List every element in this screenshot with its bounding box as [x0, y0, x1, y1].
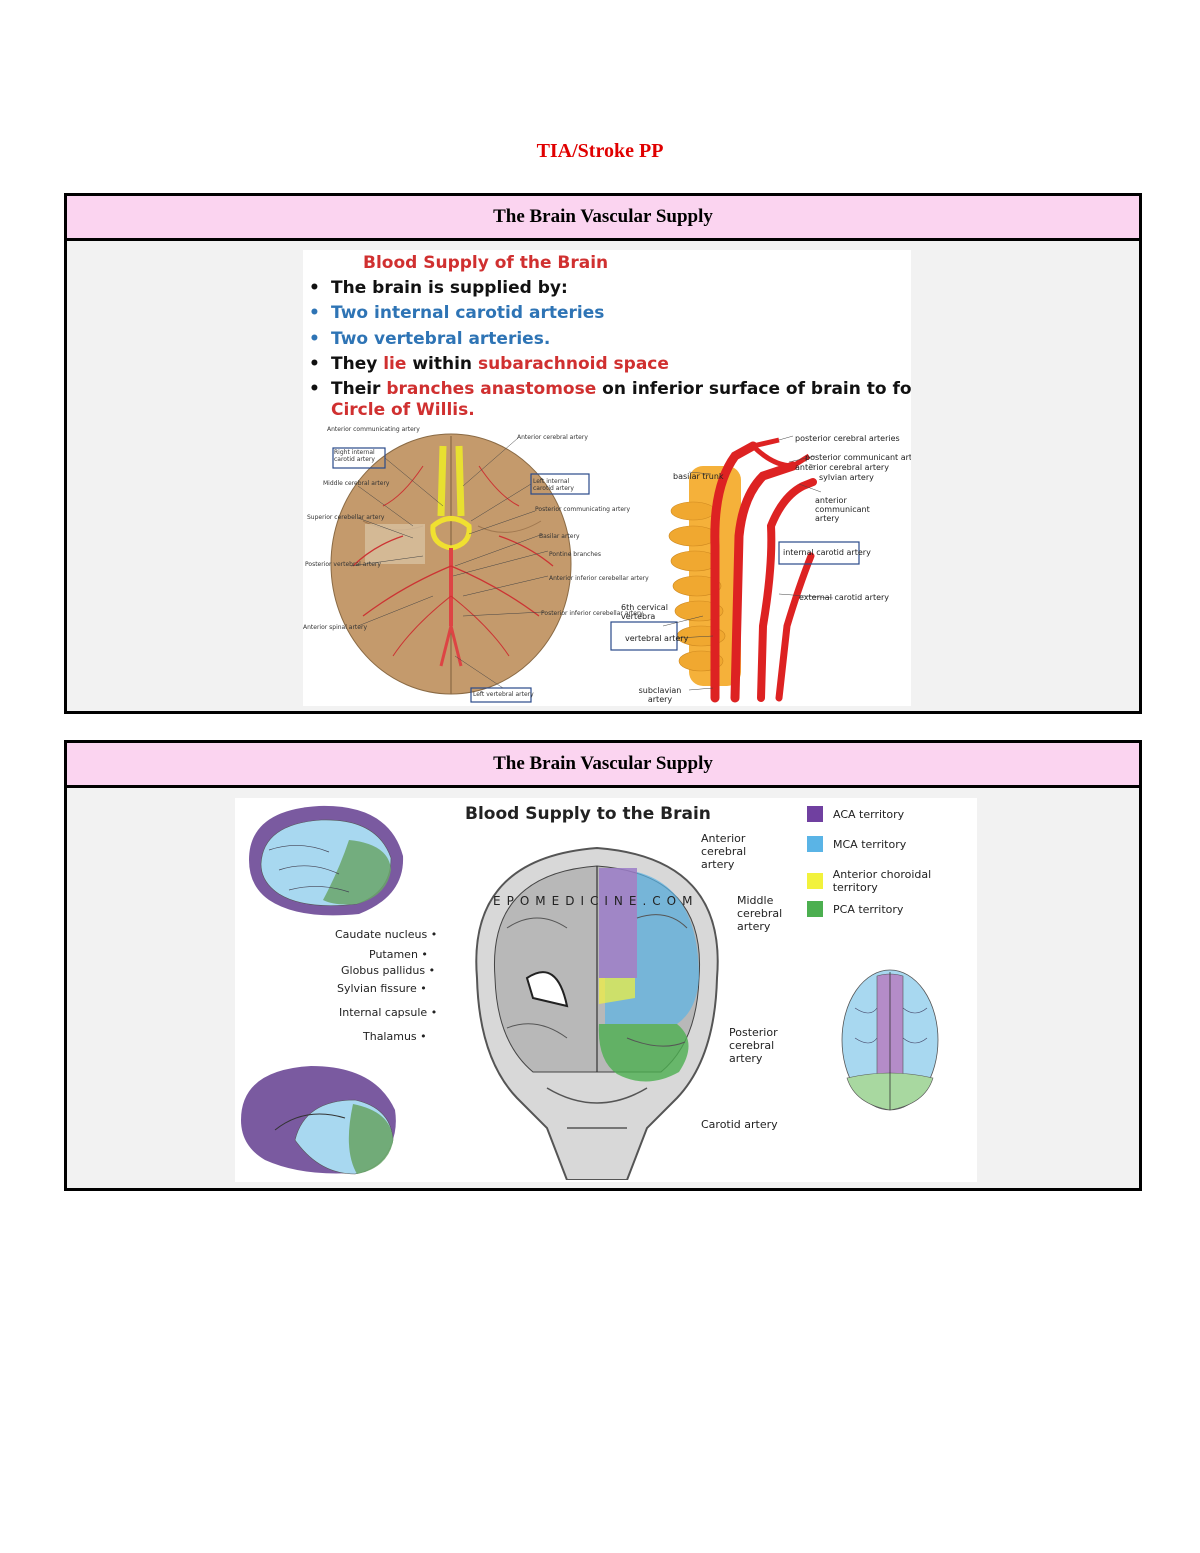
- label-carotid: Carotid artery: [701, 1118, 778, 1131]
- legend-swatch-anterior-choroidal: [807, 873, 823, 889]
- label-neck-sylvian: sylvian artery: [819, 473, 874, 482]
- document-title: TIA/Stroke PP: [536, 140, 664, 162]
- inferior-brain-illustration: [330, 433, 590, 703]
- label-neck-basilar: basilar trunk: [673, 472, 724, 481]
- bullet-2: •Two internal carotid arteries: [309, 303, 605, 323]
- label-right-ica: Right internal carotid artery: [334, 449, 375, 463]
- section-heading-2: The Brain Vascular Supply: [67, 743, 1139, 788]
- label-globus-pallidus: Globus pallidus •: [341, 964, 436, 977]
- medial-brain-illustration: [241, 1066, 396, 1175]
- superior-brain-illustration: [841, 969, 939, 1111]
- legend-swatch-aca: [807, 806, 823, 822]
- slide-title: Blood Supply to the Brain: [465, 804, 711, 824]
- legend-mca: MCA territory: [807, 836, 906, 852]
- neck-arteries-illustration: [610, 435, 860, 703]
- coronal-head-illustration: [475, 846, 719, 1180]
- label-sca: Superior cerebellar artery: [307, 514, 385, 521]
- label-aca: Anterior cerebral artery: [701, 832, 747, 871]
- label-neck-c6: 6th cervical vertebra: [621, 603, 668, 621]
- label-neck-vertebral: vertebral artery: [625, 634, 689, 643]
- slide-blood-supply-to-brain: Blood Supply to the Brain: [235, 798, 977, 1182]
- label-neck-subclavian: subclavian artery: [638, 686, 682, 704]
- section-card-2: The Brain Vascular Supply Blood Supply t…: [64, 740, 1142, 1191]
- label-left-vertebral: Left vertebral artery: [473, 691, 534, 698]
- label-aica: Anterior inferior cerebellar artery: [549, 575, 649, 582]
- label-pica: Posterior inferior cerebellar artery: [541, 610, 643, 617]
- legend-pca: PCA territory: [807, 901, 903, 917]
- bullet-4: •They lie within subarachnoid space: [309, 354, 669, 374]
- label-neck-acom: anterior communicant artery: [815, 496, 870, 523]
- slide-blood-supply-of-brain: Blood Supply of the Brain •The brain is …: [303, 250, 911, 706]
- label-neck-aca: anterior cerebral artery: [795, 463, 889, 472]
- legend-swatch-mca: [807, 836, 823, 852]
- label-caudate: Caudate nucleus •: [335, 928, 438, 941]
- bullet-5: •Their branches anastomose on inferior s…: [309, 379, 911, 399]
- label-pca: Posterior cerebral artery: [729, 1026, 778, 1065]
- label-basilar: Basilar artery: [539, 533, 580, 540]
- label-putamen: Putamen •: [369, 948, 428, 961]
- label-mca: Middle cerebral artery: [323, 480, 390, 487]
- label-aca: Anterior cerebral artery: [517, 434, 588, 441]
- label-pva: Posterior vertebral artery: [305, 561, 381, 568]
- label-internal-capsule: Internal capsule •: [339, 1006, 438, 1019]
- legend-swatch-pca: [807, 901, 823, 917]
- label-mca: Middle cerebral artery: [737, 894, 783, 933]
- label-neck-ica: internal carotid artery: [783, 548, 871, 557]
- label-left-ica: Left internal carotid artery: [533, 478, 574, 492]
- label-neck-pca: posterior cerebral arteries: [795, 434, 900, 443]
- section-card-1: The Brain Vascular Supply Blood Supply o…: [64, 193, 1142, 714]
- label-thalamus: Thalamus •: [363, 1030, 427, 1043]
- label-pcom: Posterior communicating artery: [535, 506, 631, 513]
- section-heading-1: The Brain Vascular Supply: [67, 196, 1139, 241]
- lateral-brain-illustration: [249, 805, 404, 916]
- label-neck-eca: external carotid artery: [799, 593, 890, 602]
- watermark: EPOMEDICINE.COM: [493, 894, 699, 908]
- legend-aca: ACA territory: [807, 806, 904, 822]
- bullet-5-continuation: Circle of Willis.: [331, 400, 475, 420]
- label-acom: Anterior communicating artery: [327, 426, 420, 433]
- bullet-3: •Two vertebral arteries.: [309, 329, 551, 349]
- legend-anterior-choroidal: Anterior choroidal territory: [807, 868, 977, 894]
- label-asa: Anterior spinal artery: [303, 624, 367, 631]
- label-sylvian-fissure: Sylvian fissure •: [337, 982, 427, 995]
- label-neck-pcom: posterior communicant arteries: [805, 453, 911, 462]
- label-pontine: Pontine branches: [549, 551, 601, 558]
- bullet-1: •The brain is supplied by:: [309, 278, 568, 298]
- slide-title: Blood Supply of the Brain: [363, 253, 609, 273]
